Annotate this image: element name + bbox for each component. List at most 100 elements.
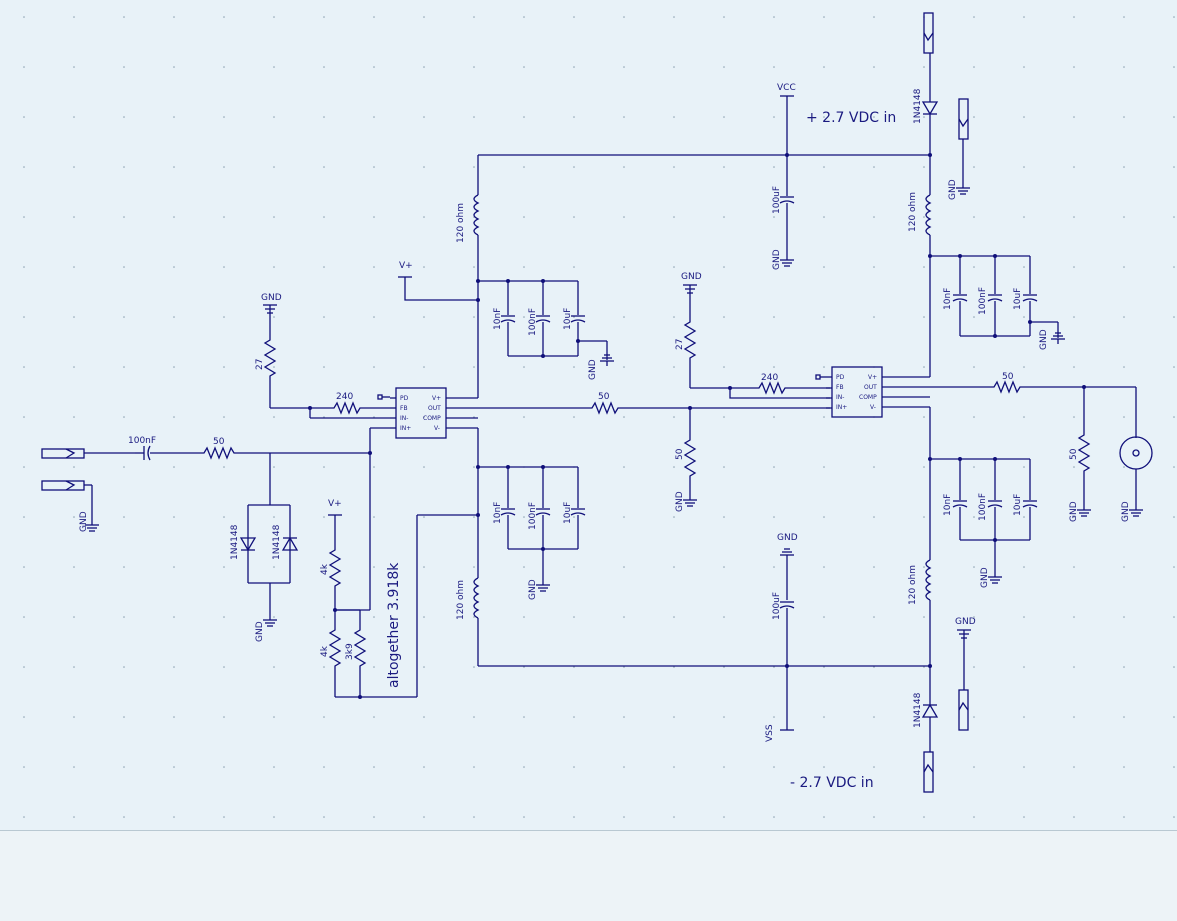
resistor-4k-top[interactable]	[328, 515, 342, 610]
note-vdc-neg: - 2.7 VDC in	[790, 775, 874, 791]
gnd-label-r27-right: GND	[681, 272, 702, 282]
gnd-label-s1u: GND	[588, 359, 598, 380]
ic2-pin-vminus: V-	[870, 404, 876, 411]
ic1-pin-out: OUT	[428, 405, 441, 412]
gnd-label-vcc: GND	[772, 249, 782, 270]
note-vdc-pos: + 2.7 VDC in	[806, 110, 896, 126]
inductor-stage2-lower[interactable]	[925, 559, 932, 601]
ic1-pin-fb: FB	[400, 405, 408, 412]
ic2-pin-out: OUT	[864, 384, 877, 391]
shunt-resistor-50-mid[interactable]	[683, 408, 697, 495]
inductor-stage1-upper[interactable]	[473, 194, 480, 236]
decoupling-group-stage2-upper[interactable]	[930, 254, 1059, 338]
ic1-pin-comp: COMP	[423, 415, 441, 422]
diode-label-1: 1N4148	[230, 524, 240, 560]
gnd-label-s1l: GND	[528, 579, 538, 600]
clamp-diodes[interactable]	[240, 453, 298, 615]
gnd-label-input: GND	[79, 511, 89, 532]
cap-10n-s1u: 10nF	[493, 308, 503, 330]
gnd-label-out-term: GND	[1069, 501, 1079, 522]
input-capacitor-value: 100nF	[128, 436, 156, 446]
inductor-stage1-upper-value: 120 ohm	[456, 203, 466, 243]
output-bnc-connector[interactable]	[1119, 387, 1153, 505]
opamp-ic-1[interactable]	[377, 387, 478, 439]
ic1-pin-vplus: V+	[432, 395, 441, 402]
cap-10u-s1u: 10uF	[563, 308, 573, 330]
interstage-resistor-value: 50	[598, 392, 610, 402]
cap-10u-s2u: 10uF	[1013, 288, 1023, 310]
inductor-stage1-lower-value: 120 ohm	[456, 580, 466, 620]
resistor-240-left-value: 240	[336, 392, 353, 402]
input-connector-1[interactable]	[41, 448, 135, 459]
supply-connector-pos[interactable]	[923, 12, 934, 102]
resistor-4k-bottom[interactable]	[328, 610, 342, 697]
resistor-4k-bottom-value: 4k	[320, 645, 330, 657]
gnd-label-s2l: GND	[980, 567, 990, 588]
diode-supply-neg[interactable]	[922, 704, 938, 752]
output-resistor-value: 50	[1002, 372, 1014, 382]
decoupling-group-stage2-lower[interactable]	[930, 457, 1038, 572]
cap-10n-s2l: 10nF	[943, 494, 953, 516]
diode-supply-neg-label: 1N4148	[913, 692, 923, 728]
cap-100u-lower-value: 100uF	[772, 592, 782, 620]
decoupling-group-stage1-upper[interactable]	[478, 279, 608, 360]
ic1-pin-pd: PD	[400, 395, 409, 402]
inductor-stage2-upper[interactable]	[925, 194, 932, 236]
gnd-label-r27-left: GND	[261, 293, 282, 303]
inductor-stage1-lower[interactable]	[473, 577, 480, 619]
resistor-3k9-value: 3k9	[345, 643, 355, 660]
resistor-3k9[interactable]	[353, 610, 367, 697]
gnd-label-bnc: GND	[1121, 501, 1131, 522]
gnd-symbol-r27-right	[683, 284, 697, 305]
input-capacitor[interactable]	[135, 445, 200, 461]
input-connector-2[interactable]	[41, 480, 93, 520]
cap-100n-s2l: 100nF	[978, 493, 988, 521]
note-altogether: altogether 3.918k	[386, 562, 402, 688]
interstage-resistor[interactable]	[588, 401, 622, 415]
gnd-symbol-r27-left	[263, 304, 277, 325]
resistor-27-left[interactable]	[263, 325, 277, 408]
diode-supply-pos-label: 1N4148	[913, 88, 923, 124]
diode-label-2: 1N4148	[272, 524, 282, 560]
ic2-pin-inminus: IN-	[836, 394, 844, 401]
ic2-pin-pd: PD	[836, 374, 845, 381]
output-resistor[interactable]	[990, 380, 1136, 394]
cap-100n-s2u: 100nF	[978, 287, 988, 315]
ic2-pin-comp: COMP	[859, 394, 877, 401]
supply-connector-neg-gnd[interactable]	[958, 689, 969, 731]
resistor-240-right[interactable]	[755, 381, 830, 395]
ic2-pin-inplus: IN+	[836, 404, 847, 411]
decoupling-group-stage1-lower[interactable]	[478, 465, 586, 580]
opamp-ic-2[interactable]	[815, 366, 990, 418]
ic2-pin-vplus: V+	[868, 374, 877, 381]
ic1-pin-vminus: V-	[434, 425, 440, 432]
grid-dots	[0, 0, 1177, 830]
cap-100u-lower[interactable]	[779, 601, 795, 730]
input-resistor[interactable]	[200, 446, 370, 460]
resistor-240-left[interactable]	[330, 401, 390, 415]
output-termination-resistor-value: 50	[1069, 448, 1079, 460]
vplus-label-lower: V+	[328, 499, 342, 509]
resistor-27-right-value: 27	[675, 339, 685, 350]
vplus-label-upper: V+	[399, 261, 413, 271]
cap-10n-s2u: 10nF	[943, 288, 953, 310]
inductor-stage2-upper-value: 120 ohm	[908, 192, 918, 232]
gnd-label-pos-conn: GND	[948, 179, 958, 200]
gnd-symbol-neg-conn	[957, 629, 971, 690]
cap-10u-s1l: 10uF	[563, 502, 573, 524]
cap-10u-s2l: 10uF	[1013, 494, 1023, 516]
gnd-label-mid: GND	[675, 491, 685, 512]
supply-connector-neg[interactable]	[923, 751, 934, 793]
cap-100u-upper-value: 100uF	[772, 186, 782, 214]
cap-100u-upper[interactable]	[779, 196, 795, 255]
resistor-4k-top-value: 4k	[320, 563, 330, 575]
gnd-label-diodes: GND	[255, 621, 265, 642]
output-termination-resistor[interactable]	[1077, 387, 1091, 505]
cap-10n-s1l: 10nF	[493, 502, 503, 524]
gnd-label-s2u: GND	[1039, 329, 1049, 350]
supply-connector-pos-gnd[interactable]	[958, 98, 969, 183]
input-resistor-value: 50	[213, 437, 225, 447]
ic1-pin-inplus: IN+	[400, 425, 411, 432]
resistor-27-right[interactable]	[683, 305, 697, 388]
